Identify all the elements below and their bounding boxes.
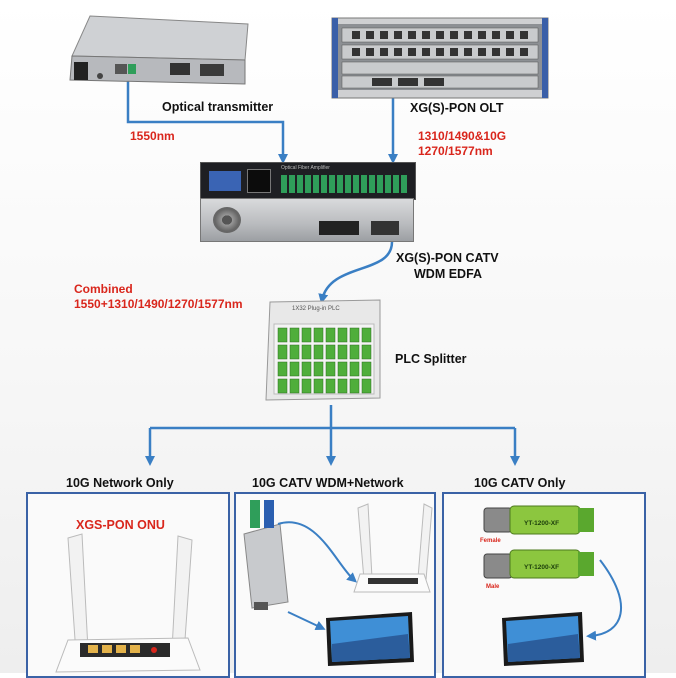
onu-router-image xyxy=(55,533,201,673)
label-xgs-pon-onu: XGS-PON ONU xyxy=(76,518,165,532)
heading-10g-catv-only: 10G CATV Only xyxy=(474,476,566,490)
edfa-device: Optical Fiber Amplifier xyxy=(200,162,416,244)
plc-device-text: 1X32 Plug-in PLC xyxy=(292,306,340,312)
label-olt: XG(S)-PON OLT xyxy=(410,101,504,115)
male-adapter-device-text: YT-1200-XF xyxy=(524,564,560,571)
olt-device xyxy=(331,17,549,99)
label-wavelengths-line2: 1270/1577nm xyxy=(418,144,493,158)
label-edfa-line1: XG(S)-PON CATV xyxy=(396,251,499,265)
plc-splitter-device: 1X32 Plug-in PLC xyxy=(262,298,384,402)
female-adapter-device-text: YT-1200-XF xyxy=(524,520,560,527)
optical-transmitter-device xyxy=(60,14,250,92)
wdm-arrows xyxy=(277,521,357,630)
arrow-edfa-to-splitter xyxy=(318,241,394,304)
output-box-catv-wdm-network xyxy=(234,492,436,678)
heading-10g-catv-wdm-network: 10G CATV WDM+Network xyxy=(252,476,404,490)
output-box-catv-only: YT-1200-XF YT-1200-XF Female Male xyxy=(442,492,646,678)
heading-10g-network-only: 10G Network Only xyxy=(66,476,174,490)
label-1550nm: 1550nm xyxy=(130,129,175,143)
label-male: Male xyxy=(486,584,500,590)
label-female: Female xyxy=(480,538,501,544)
catv-adapter-image xyxy=(483,505,623,666)
label-optical-transmitter: Optical transmitter xyxy=(162,100,274,114)
wdm-node-image xyxy=(243,500,433,666)
label-wavelengths-line1: 1310/1490&10G xyxy=(418,129,507,143)
output-box-network-only: XGS-PON ONU xyxy=(26,492,230,678)
edfa-device-text: Optical Fiber Amplifier xyxy=(281,165,330,171)
arrow-transmitter-to-edfa xyxy=(126,80,288,164)
arrow-splitter-to-outputs xyxy=(150,405,515,430)
label-edfa-line2: WDM EDFA xyxy=(414,267,483,281)
label-combined-wavelengths: 1550+1310/1490/1270/1577nm xyxy=(74,297,243,311)
label-combined: Combined xyxy=(74,282,133,296)
label-plc-splitter: PLC Splitter xyxy=(395,352,467,366)
